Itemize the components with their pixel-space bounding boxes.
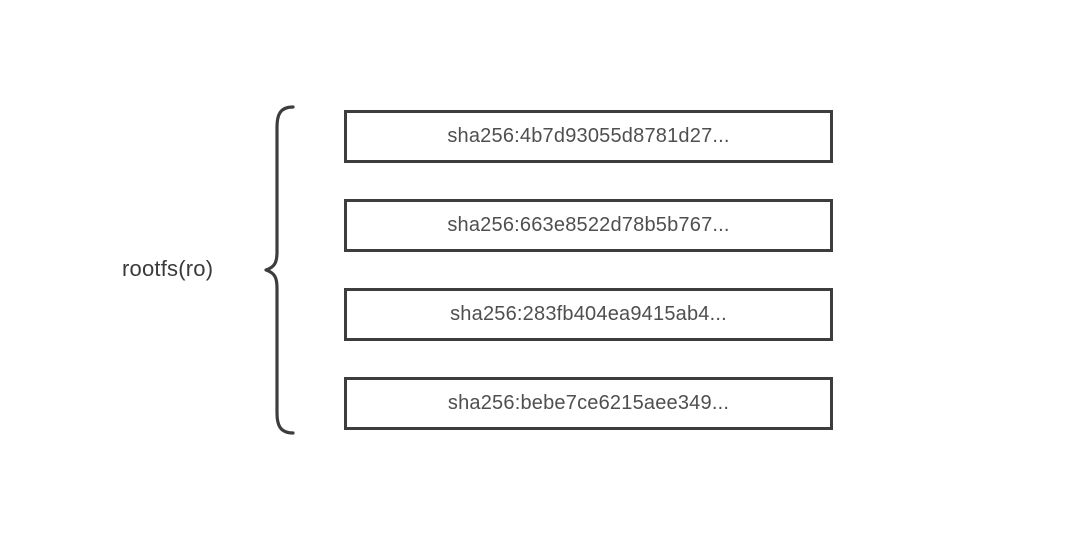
curly-brace-icon [264, 105, 295, 435]
layer-digest: sha256:663e8522d78b5b767... [447, 214, 730, 236]
layer-box: sha256:bebe7ce6215aee349... [344, 377, 833, 430]
layer-box: sha256:4b7d93055d8781d27... [344, 110, 833, 163]
layer-digest: sha256:bebe7ce6215aee349... [447, 392, 730, 414]
layer-box: sha256:283fb404ea9415ab4... [344, 288, 833, 341]
layer-box: sha256:663e8522d78b5b767... [344, 199, 833, 252]
layer-digest: sha256:4b7d93055d8781d27... [447, 125, 730, 147]
layer-stack: sha256:4b7d93055d8781d27... sha256:663e8… [344, 110, 833, 430]
layer-digest: sha256:283fb404ea9415ab4... [450, 303, 727, 325]
rootfs-label: rootfs(ro) [122, 255, 214, 281]
